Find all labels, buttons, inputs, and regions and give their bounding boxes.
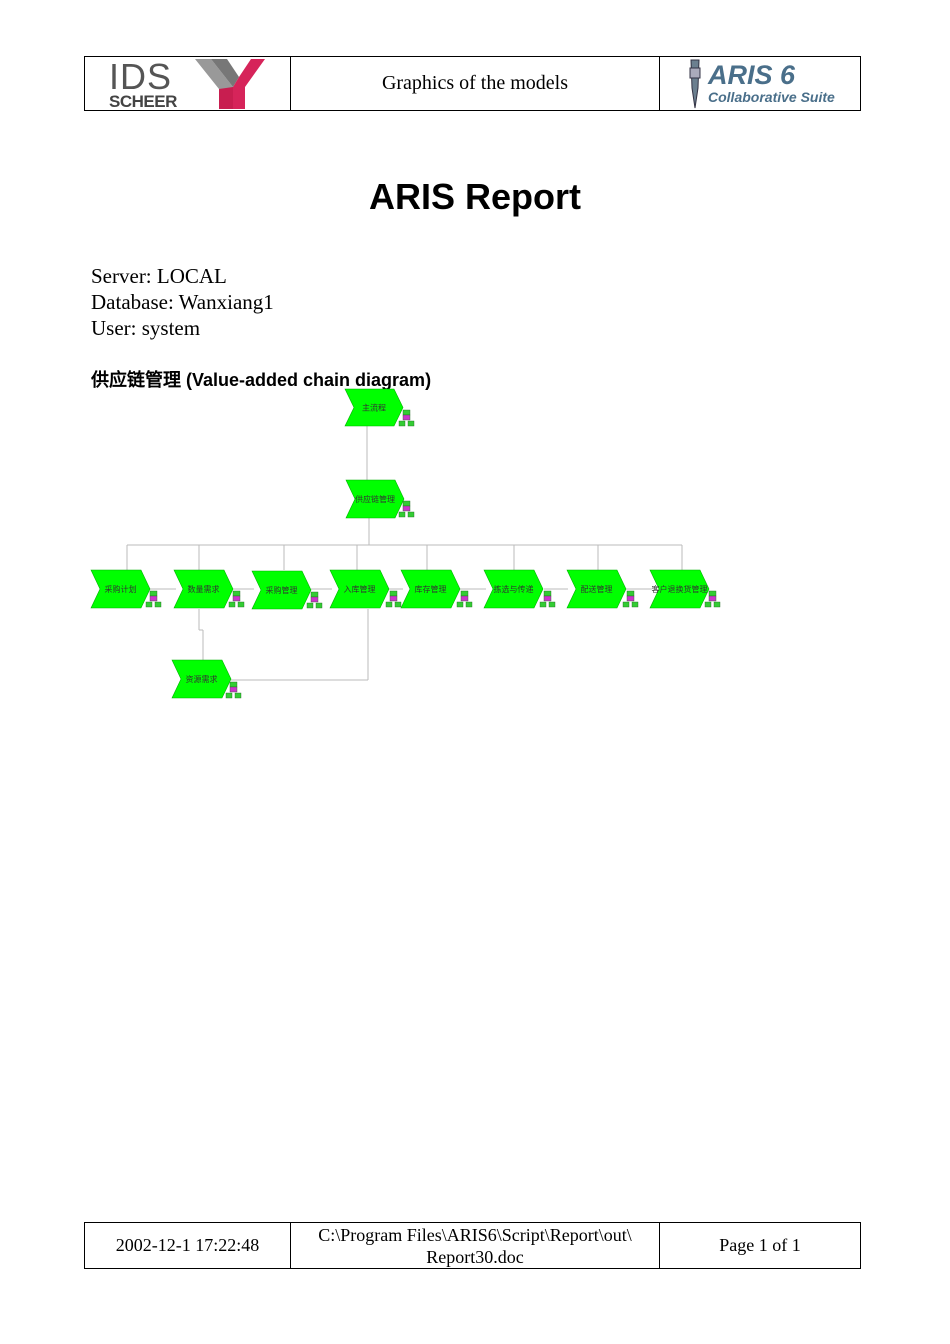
process-label-supply-chain: 供应链管理 <box>355 494 395 504</box>
assignment-icons <box>145 409 721 699</box>
scheer-y-icon <box>195 59 265 109</box>
process-node-customer-returns <box>649 569 710 609</box>
process-label-quantity-demand: 数量需求 <box>188 584 220 594</box>
process-node-quantity-demand <box>173 569 234 609</box>
process-label-purchase-mgmt: 采购管理 <box>266 585 298 595</box>
aris-logo: ARIS 6 Collaborative Suite <box>660 57 860 110</box>
process-label-main-flow: 主流程 <box>362 403 386 413</box>
process-label-resource-demand: 资源需求 <box>186 674 218 684</box>
process-label-inventory-mgmt: 库存管理 <box>415 584 447 594</box>
footer-path-line2: Report30.doc <box>426 1246 524 1267</box>
assignment-hierarchy-icon <box>398 409 415 427</box>
ids-logo-text: IDS <box>109 56 173 97</box>
assignment-hierarchy-icon <box>622 590 639 608</box>
report-title: ARIS Report <box>368 176 581 217</box>
report-info: Server: LOCAL Database: Wanxiang1 User: … <box>91 263 274 341</box>
process-node-inventory-mgmt <box>400 569 461 609</box>
assignment-hierarchy-icon <box>704 590 721 608</box>
aris-logo-subtitle: Collaborative Suite <box>708 89 835 105</box>
process-node-purchase-mgmt <box>251 570 312 610</box>
database-line: Database: Wanxiang1 <box>91 290 274 314</box>
footer-path-line1: C:\Program Files\ARIS6\Script\Report\out… <box>318 1224 632 1245</box>
process-node-purchase-plan <box>90 569 151 609</box>
process-label-distribution-mgmt: 配送管理 <box>581 584 613 594</box>
assignment-hierarchy-icon <box>456 590 473 608</box>
scheer-logo-text: SCHEER <box>109 92 177 111</box>
aris-logo-title: ARIS 6 <box>708 60 796 90</box>
process-label-picking-delivery: 拣选与传递 <box>494 584 534 594</box>
process-label-purchase-plan: 采购计划 <box>105 584 137 594</box>
process-label-customer-returns: 客户退换货管理 <box>652 584 708 594</box>
process-node-picking-delivery <box>483 569 544 609</box>
header-table: IDS SCHEER Graphics of the models ARIS 6… <box>84 56 861 111</box>
assignment-hierarchy-icon <box>306 591 323 609</box>
process-node-inbound-mgmt <box>329 569 390 609</box>
assignment-hierarchy-icon <box>398 500 415 518</box>
connector-lines <box>126 426 683 681</box>
footer-table: 2002-12-1 17:22:48 C:\Program Files\ARIS… <box>84 1222 861 1269</box>
model-heading: 供应链管理 (Value-added chain diagram) <box>91 370 432 390</box>
aris-pen-icon <box>689 59 701 109</box>
server-line: Server: LOCAL <box>91 264 227 288</box>
assignment-hierarchy-icon <box>145 590 162 608</box>
header-title: Graphics of the models <box>291 57 660 110</box>
process-node-resource-demand <box>171 659 232 699</box>
assignment-hierarchy-icon <box>225 681 242 699</box>
footer-datetime: 2002-12-1 17:22:48 <box>85 1223 291 1268</box>
process-label-inbound-mgmt: 入库管理 <box>344 584 376 594</box>
footer-path: C:\Program Files\ARIS6\Script\Report\out… <box>291 1223 660 1268</box>
process-node-main-flow <box>344 388 404 427</box>
footer-page-number: Page 1 of 1 <box>719 1235 801 1255</box>
process-node-distribution-mgmt <box>566 569 627 609</box>
user-line: User: system <box>91 316 201 340</box>
assignment-hierarchy-icon <box>228 590 245 608</box>
assignment-hierarchy-icon <box>539 590 556 608</box>
process-node-supply-chain <box>345 479 405 519</box>
ids-scheer-logo: IDS SCHEER <box>85 56 291 111</box>
assignment-hierarchy-icon <box>385 590 402 608</box>
